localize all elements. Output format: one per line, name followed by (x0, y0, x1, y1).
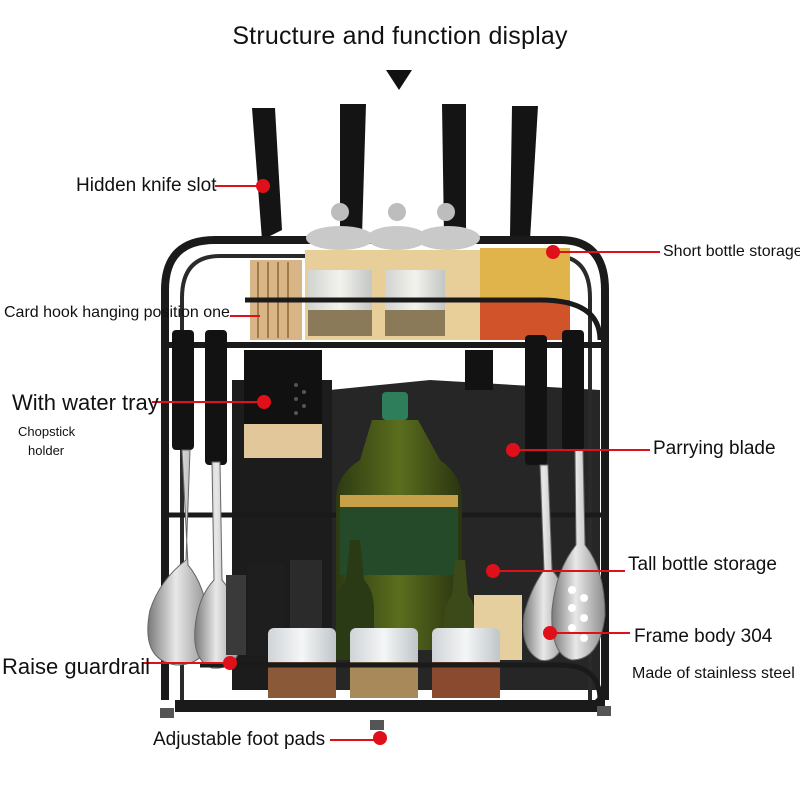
bottom-tray (160, 662, 611, 730)
side-knife-holders (172, 330, 584, 465)
label-short-bottle-storage: Short bottle storage (663, 243, 800, 260)
down-triangle-icon (386, 70, 412, 90)
upper-shelf-items (250, 203, 570, 340)
label-foot-pads: Adjustable foot pads (153, 729, 326, 750)
label-frame-body: Frame body 304 (634, 626, 773, 647)
page-title: Structure and function display (232, 22, 568, 50)
lower-shelf-bottles (226, 540, 522, 698)
callouts (142, 179, 660, 745)
label-parrying-blade: Parrying blade (653, 438, 776, 459)
label-tall-bottle-storage: Tall bottle storage (628, 554, 777, 575)
chopstick-holder (244, 350, 322, 458)
label-stainless: Made of stainless steel (632, 665, 795, 682)
label-chopstick-line2: holder (28, 443, 65, 458)
upper-rail (245, 297, 603, 341)
label-water-tray: With water tray (12, 390, 159, 415)
label-hidden-knife-slot: Hidden knife slot (76, 175, 217, 196)
knife-handles (252, 104, 538, 240)
label-card-hook: Card hook hanging position one (4, 304, 230, 321)
label-raise-guardrail: Raise guardrail (2, 654, 150, 679)
label-chopstick-line1: Chopstick (18, 424, 76, 439)
